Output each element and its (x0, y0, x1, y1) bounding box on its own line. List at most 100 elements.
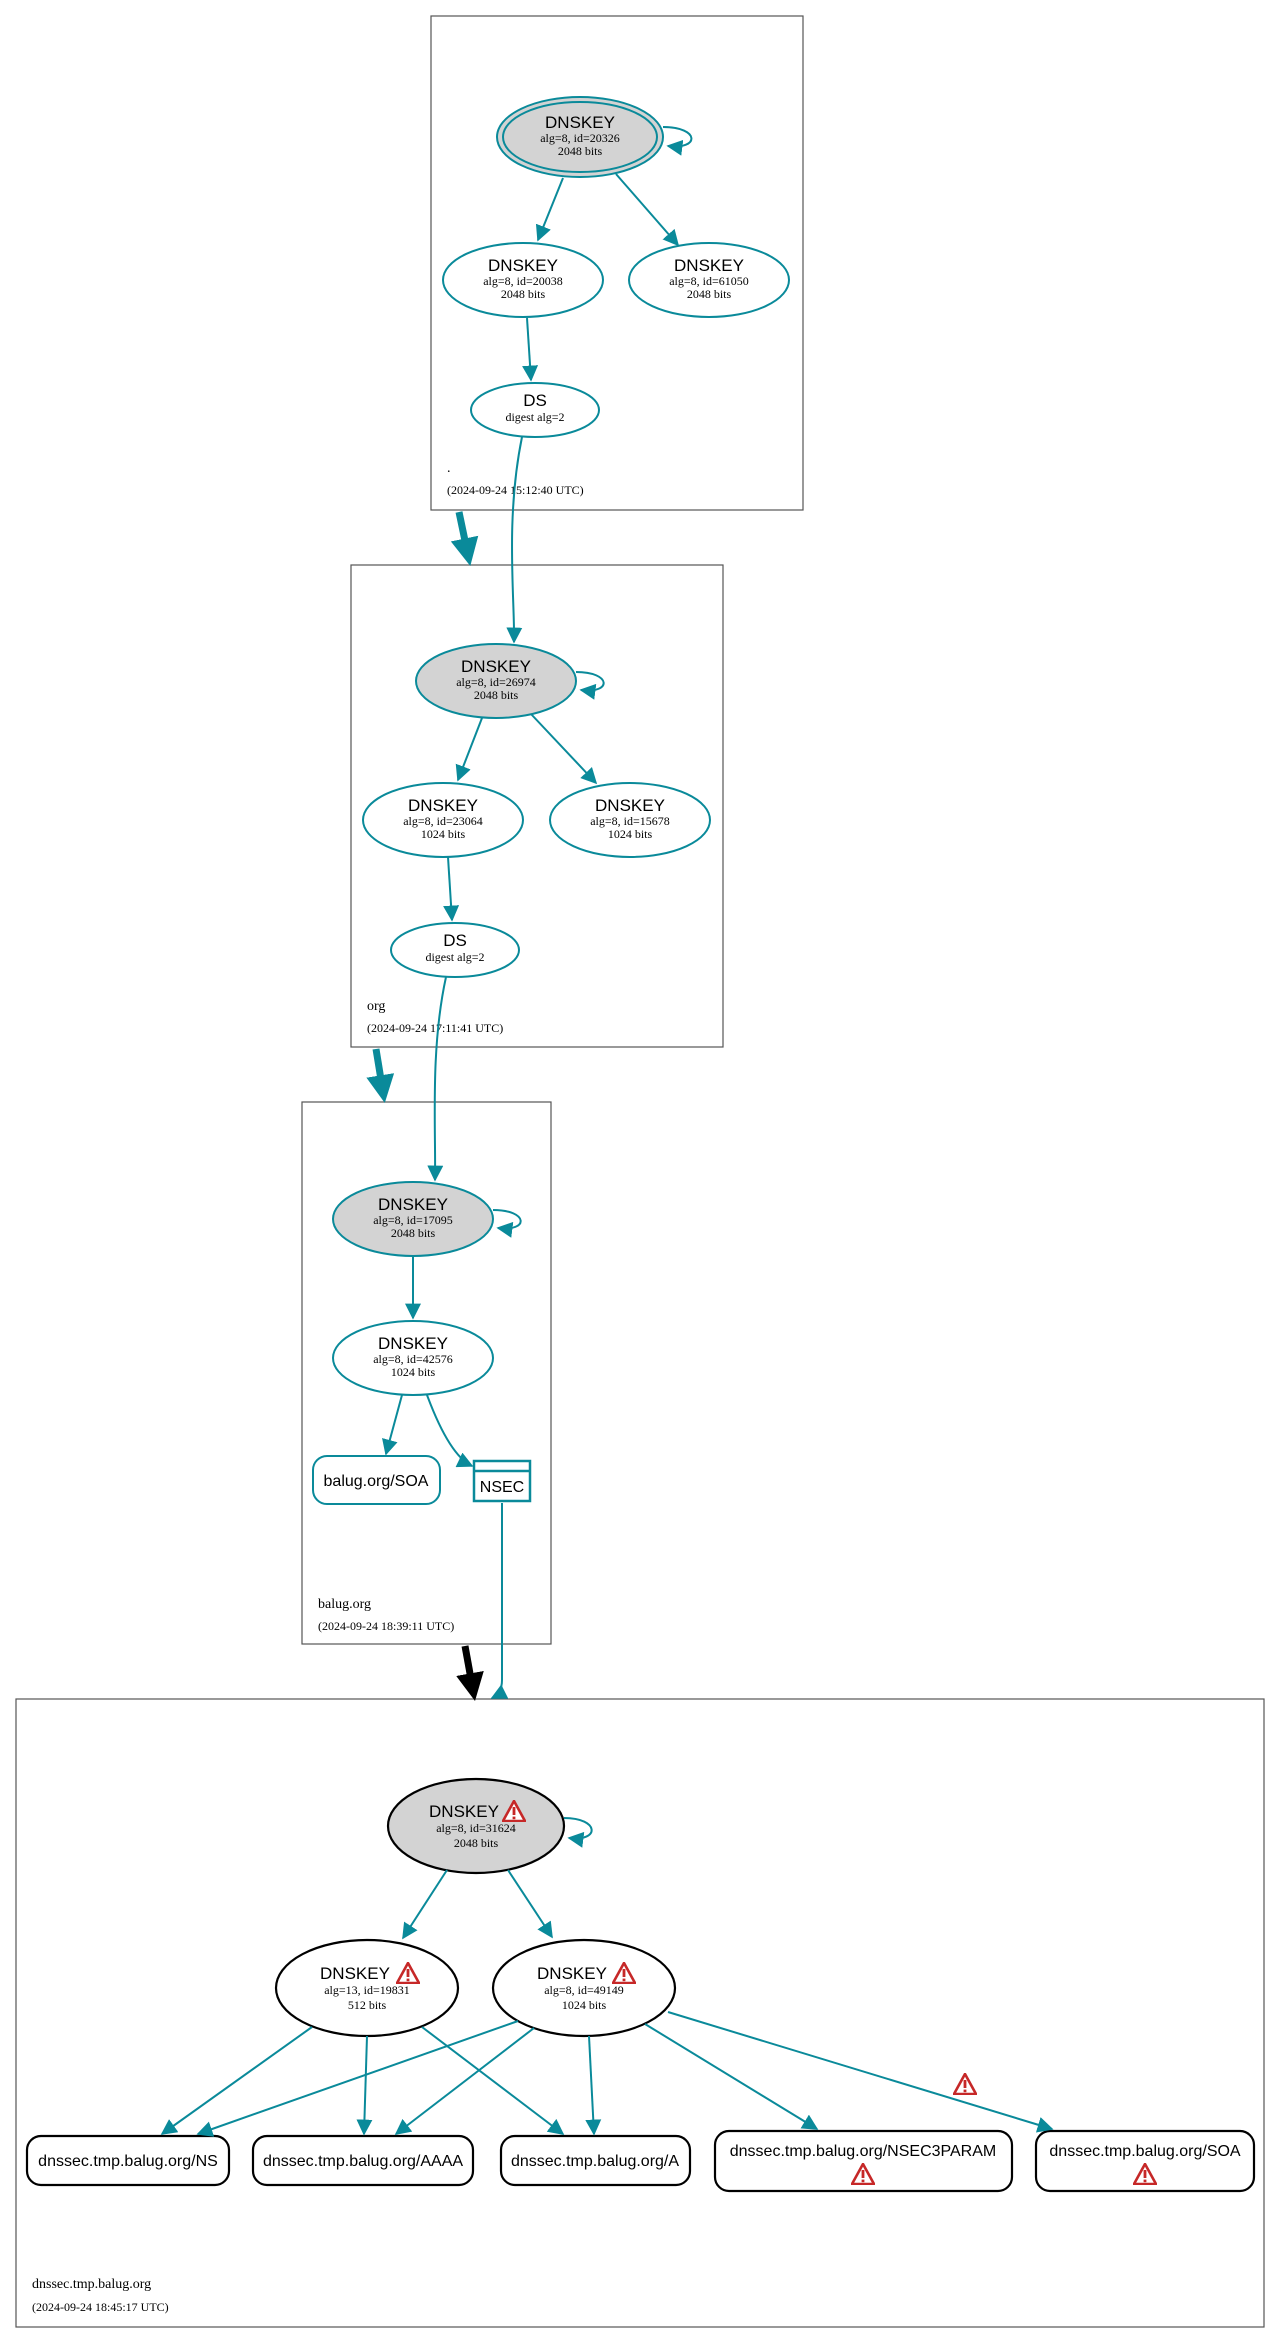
balug-nsec-label: NSEC (480, 1479, 524, 1496)
edge-org-ksk-zsk2 (530, 713, 598, 785)
balug-zsk-line1: alg=8, id=42576 (373, 1352, 453, 1366)
tmp-rr-aaaa[interactable]: dnssec.tmp.balug.org/AAAA (251, 2134, 475, 2187)
root-zsk2-node[interactable]: DNSKEY alg=8, id=61050 2048 bits (628, 242, 790, 318)
balug-ksk-title: DNSKEY (378, 1195, 448, 1214)
balug-ksk-line1: alg=8, id=17095 (373, 1213, 453, 1227)
tmp-ksk-self-edge (563, 1817, 593, 1848)
edge-root-zsk1-ds (522, 317, 539, 382)
balug-ksk-node[interactable]: DNSKEY alg=8, id=17095 2048 bits (332, 1181, 494, 1257)
edge-key13-a (421, 2026, 565, 2135)
edge-tmp-ksk-key8 (507, 1869, 553, 1939)
root-zsk2-line2: 2048 bits (687, 287, 732, 301)
root-zsk1-line2: 2048 bits (501, 287, 546, 301)
tmp-key8-line2: 1024 bits (562, 1998, 607, 2012)
tmp-ksk-node[interactable]: DNSKEY alg=8, id=31624 2048 bits (386, 1777, 566, 1875)
tmp-key13-node[interactable]: DNSKEY alg=13, id=19831 512 bits (274, 1938, 460, 2038)
root-zsk1-title: DNSKEY (488, 256, 558, 275)
zone-root-box (430, 15, 804, 511)
edge-key8-aaaa (394, 2027, 535, 2135)
root-ksk-title: DNSKEY (545, 113, 615, 132)
root-ds-line1: digest alg=2 (505, 410, 564, 424)
tmp-key8-node[interactable]: DNSKEY alg=8, id=49149 1024 bits (491, 1938, 677, 2038)
org-zsk2-node[interactable]: DNSKEY alg=8, id=15678 1024 bits (549, 782, 711, 858)
zone-org-name: org (367, 999, 385, 1014)
tmp-key8-title: DNSKEY (537, 1964, 607, 1983)
tmp-rr-nsec3param-label: dnssec.tmp.balug.org/NSEC3PARAM (730, 2143, 996, 2160)
edge-key13-ns (160, 2026, 313, 2135)
edge-root-ds-org-ksk (506, 436, 523, 644)
edge-key8-a (585, 2035, 602, 2136)
root-ds-node[interactable]: DS digest alg=2 (470, 382, 600, 438)
zone-balug-name: balug.org (318, 1597, 371, 1612)
tmp-ksk-title: DNSKEY (429, 1802, 499, 1821)
edge-key8-soa (667, 2011, 1054, 2133)
tmp-rr-a-label: dnssec.tmp.balug.org/A (511, 2153, 679, 2170)
edge-key8-soa-warning-icon[interactable] (953, 2073, 977, 2095)
edge-key13-aaaa (356, 2035, 373, 2136)
edge-key8-nsec3param (644, 2023, 819, 2130)
org-zsk2-line1: alg=8, id=15678 (590, 814, 670, 828)
zone-tmp-box (15, 1698, 1265, 2328)
tmp-rr-soa-label: dnssec.tmp.balug.org/SOA (1049, 2143, 1241, 2160)
delegation-org-to-balug (366, 1048, 395, 1104)
tmp-ksk-line2: 2048 bits (454, 1836, 499, 1850)
root-ds-title: DS (523, 391, 547, 410)
tmp-rr-nsec3param[interactable]: dnssec.tmp.balug.org/NSEC3PARAM (713, 2129, 1014, 2193)
root-zsk1-node[interactable]: DNSKEY alg=8, id=20038 2048 bits (442, 242, 604, 318)
tmp-rr-soa[interactable]: dnssec.tmp.balug.org/SOA (1034, 2129, 1256, 2193)
tmp-rr-aaaa-label: dnssec.tmp.balug.org/AAAA (263, 2153, 463, 2170)
zone-balug-box (301, 1101, 552, 1645)
balug-zsk-line2: 1024 bits (391, 1365, 436, 1379)
org-zsk1-node[interactable]: DNSKEY alg=8, id=23064 1024 bits (362, 782, 524, 858)
edge-org-ds-balug-ksk (427, 976, 447, 1182)
tmp-key13-line2: 512 bits (348, 1998, 387, 2012)
edge-root-ksk-zsk2 (615, 173, 680, 247)
org-ksk-line1: alg=8, id=26974 (456, 675, 536, 689)
tmp-key13-title: DNSKEY (320, 1964, 390, 1983)
zone-org-timestamp: (2024-09-24 17:11:41 UTC) (367, 1021, 503, 1035)
balug-soa-label: balug.org/SOA (324, 1473, 429, 1490)
zone-balug-timestamp: (2024-09-24 18:39:11 UTC) (318, 1619, 454, 1633)
org-ksk-self-edge (575, 671, 605, 700)
edge-org-ksk-zsk1 (455, 717, 483, 782)
edge-tmp-ksk-key13 (402, 1869, 448, 1940)
balug-zsk-title: DNSKEY (378, 1334, 448, 1353)
org-ksk-node[interactable]: DNSKEY alg=8, id=26974 2048 bits (415, 643, 577, 719)
delegation-balug-to-tmp (456, 1645, 484, 1702)
edge-org-zsk1-ds (443, 856, 460, 922)
tmp-rr-ns[interactable]: dnssec.tmp.balug.org/NS (25, 2134, 231, 2187)
org-ds-title: DS (443, 931, 467, 950)
org-zsk2-line2: 1024 bits (608, 827, 653, 841)
balug-ksk-self-edge (492, 1209, 522, 1238)
zone-tmp-name: dnssec.tmp.balug.org (32, 2277, 151, 2292)
org-ksk-line2: 2048 bits (474, 688, 519, 702)
root-ksk-self-edge (662, 126, 693, 156)
org-ds-node[interactable]: DS digest alg=2 (390, 922, 520, 978)
edge-key8-ns (196, 2020, 519, 2137)
tmp-rr-ns-label: dnssec.tmp.balug.org/NS (38, 2153, 218, 2170)
balug-soa-rrset[interactable]: balug.org/SOA (312, 1455, 441, 1505)
tmp-rr-a[interactable]: dnssec.tmp.balug.org/A (499, 2134, 692, 2187)
root-ksk-line1: alg=8, id=20326 (540, 131, 620, 145)
zone-org-box (350, 564, 724, 1048)
org-zsk2-title: DNSKEY (595, 796, 665, 815)
delegation-root-to-org (450, 511, 479, 566)
tmp-key8-line1: alg=8, id=49149 (544, 1983, 624, 1997)
edge-root-ksk-zsk1 (535, 177, 564, 242)
zone-root-name: . (447, 461, 451, 476)
org-zsk1-line2: 1024 bits (421, 827, 466, 841)
balug-nsec-node[interactable]: NSEC (472, 1459, 532, 1503)
edge-balug-zsk-nsec (426, 1394, 474, 1468)
org-ksk-title: DNSKEY (461, 657, 531, 676)
root-ksk-node[interactable]: DNSKEY alg=8, id=20326 2048 bits (496, 96, 664, 178)
balug-zsk-node[interactable]: DNSKEY alg=8, id=42576 1024 bits (332, 1320, 494, 1396)
balug-ksk-line2: 2048 bits (391, 1226, 436, 1240)
org-zsk1-title: DNSKEY (408, 796, 478, 815)
org-ds-line1: digest alg=2 (425, 950, 484, 964)
root-zsk2-title: DNSKEY (674, 256, 744, 275)
zone-tmp-timestamp: (2024-09-24 18:45:17 UTC) (32, 2300, 169, 2314)
root-zsk1-line1: alg=8, id=20038 (483, 274, 563, 288)
org-zsk1-line1: alg=8, id=23064 (403, 814, 483, 828)
root-zsk2-line1: alg=8, id=61050 (669, 274, 749, 288)
tmp-key13-line1: alg=13, id=19831 (324, 1983, 410, 1997)
